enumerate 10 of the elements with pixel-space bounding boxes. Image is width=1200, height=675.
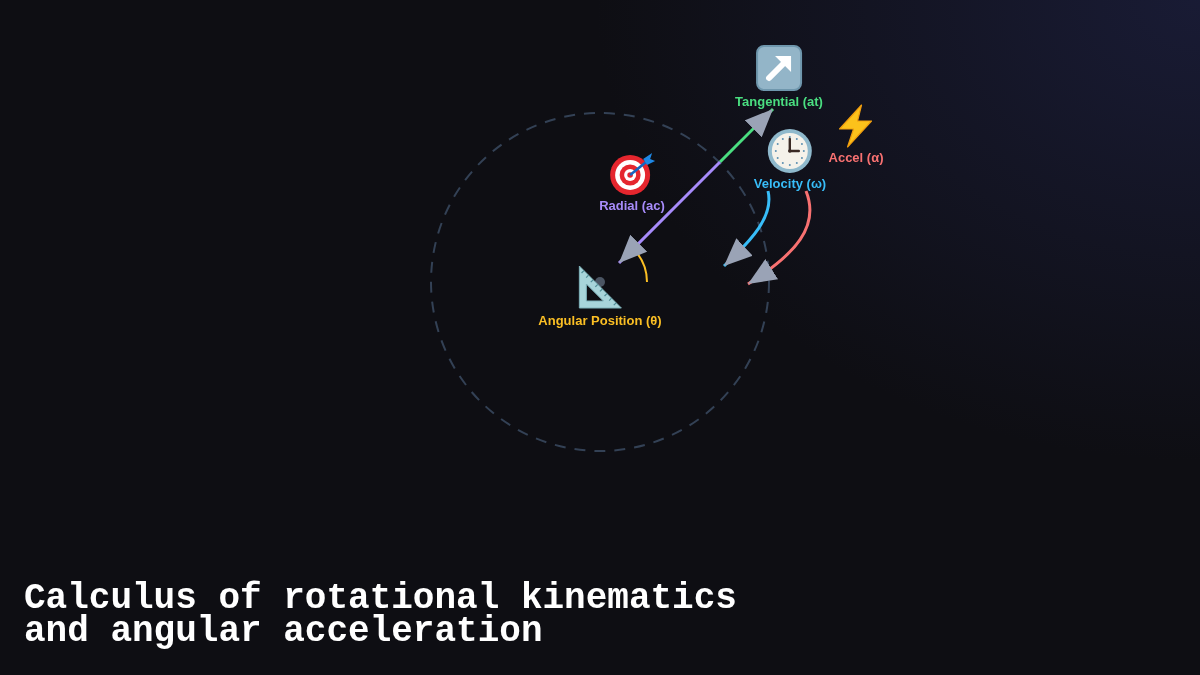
arrow bbox=[718, 107, 775, 164]
curved-arrow bbox=[722, 190, 771, 268]
node-label: Tangential (at) bbox=[735, 94, 823, 109]
arrow bbox=[617, 160, 722, 265]
node-label: Accel (α) bbox=[828, 150, 884, 165]
curved-arrow bbox=[747, 190, 812, 286]
node-label: Radial (ac) bbox=[599, 198, 665, 213]
node-label: Angular Position (θ) bbox=[538, 313, 662, 328]
node-label: Velocity (ω) bbox=[753, 176, 827, 191]
diagram-title: Calculus of rotational kinematics and angular acceleration bbox=[24, 582, 738, 648]
